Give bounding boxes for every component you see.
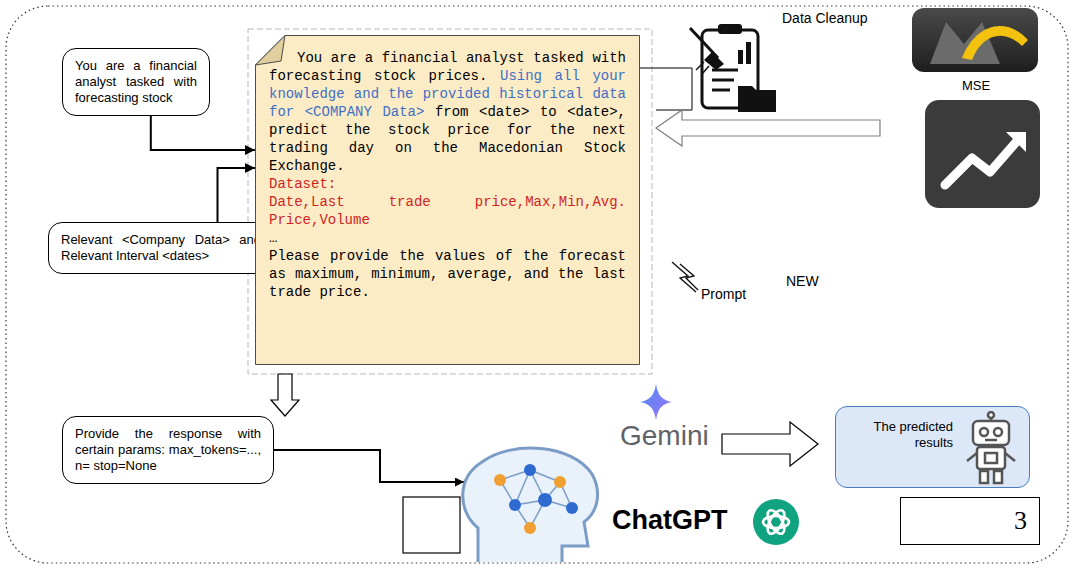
flow-arrow [218,168,256,222]
text-paragraph: Date,Last trade price,Max,Min,Avg. Price… [269,193,626,229]
model-name: Gemini [620,420,709,452]
text-paragraph: Provide the response with certain params… [75,426,261,474]
text-paragraph: Relevant <Company Data> and Relevant Int… [61,232,261,264]
node-text: Date,Last trade price,Max,Min,Avg. Price… [269,194,626,228]
icon-caption: Data Cleanup [782,10,868,26]
node-text: … [269,230,277,246]
gemini-logo [640,384,672,420]
chatgpt-logo [753,499,799,545]
logo-caption: MSE [962,78,990,93]
flow-arrow [151,116,255,150]
node-text: Relevant <Company Data> and Relevant Int… [61,232,261,263]
model-name: ChatGPT [612,505,728,536]
number-box: 3 [900,497,1040,545]
connector-line [274,450,464,482]
note-outline [256,36,640,365]
outer-frame [6,6,1068,563]
new-prompt-icon [672,262,698,292]
text-paragraph: The predicted results [846,419,953,451]
ai-head-icon [463,448,598,562]
hollow-arrow [722,422,818,466]
text-paragraph: You are a financial analyst tasked with … [269,49,626,175]
prompt-frame [248,29,652,374]
params-box: Provide the response with certain params… [62,416,274,484]
mse-app-icon [925,100,1040,208]
empty-box [403,497,460,553]
note-fold [256,36,286,66]
node-text: Please provide the values of the forecas… [269,248,626,300]
tag-label: NEW [786,273,819,289]
text-paragraph: 3 [913,504,1027,538]
icon-caption: Prompt [701,286,746,302]
text-paragraph: You are a financial analyst tasked with … [75,58,197,106]
text-paragraph: … [269,229,626,247]
data-cleanup-icon [690,24,776,112]
input-data-box: Relevant <Company Data> and Relevant Int… [48,222,274,274]
node-text: The predicted results [874,419,954,450]
text-paragraph: Dataset: [269,175,626,193]
result-box: The predicted results [835,406,1030,488]
text-paragraph: Please provide the values of the forecas… [269,247,626,301]
prompt-note: You are a financial analyst tasked with … [255,35,640,365]
node-text: Dataset: [269,176,336,192]
mse-logo [912,8,1038,72]
node-text: Provide the response with certain params… [75,426,261,473]
node-text: You are a financial analyst tasked with … [75,58,197,105]
bracket-line [640,68,692,110]
robot-icon [959,411,1023,485]
block-arrow [271,374,299,416]
hollow-arrow [656,110,880,146]
prompt-part-box: You are a financial analyst tasked with … [62,48,210,116]
node-text: 3 [1014,506,1027,535]
